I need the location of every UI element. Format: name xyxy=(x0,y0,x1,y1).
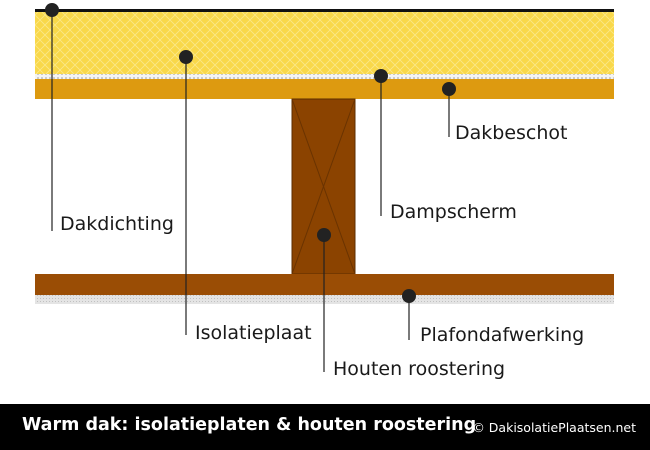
callout-houten-roostering: Houten roostering xyxy=(317,228,505,380)
callout-dot xyxy=(442,82,456,96)
label-dakbeschot: Dakbeschot xyxy=(455,122,568,144)
label-isolatieplaat: Isolatieplaat xyxy=(195,322,312,344)
callout-dakbeschot: Dakbeschot xyxy=(442,82,568,144)
vapour-barrier-layer xyxy=(35,74,614,79)
callout-dot xyxy=(402,289,416,303)
callout-dot xyxy=(374,69,388,83)
label-dakdichting: Dakdichting xyxy=(60,213,174,235)
roof-membrane-layer xyxy=(35,9,614,12)
callout-plafondafwerking: Plafondafwerking xyxy=(402,289,584,346)
roof-cross-section-diagram: Dakdichting Isolatieplaat Dampscherm Dak… xyxy=(35,3,614,380)
callout-dot xyxy=(45,3,59,17)
insulation-layer xyxy=(35,10,614,74)
caption-title: Warm dak: isolatieplaten & houten rooste… xyxy=(22,415,477,435)
label-houten-roostering: Houten roostering xyxy=(333,358,505,380)
label-dampscherm: Dampscherm xyxy=(390,201,517,223)
callout-dot xyxy=(179,50,193,64)
callout-dot xyxy=(317,228,331,242)
callout-dakdichting: Dakdichting xyxy=(45,3,174,235)
callout-isolatieplaat: Isolatieplaat xyxy=(179,50,312,344)
label-plafondafwerking: Plafondafwerking xyxy=(420,324,584,346)
caption-bar: Warm dak: isolatieplaten & houten rooste… xyxy=(0,404,650,450)
callout-dampscherm: Dampscherm xyxy=(374,69,517,223)
copyright-credit: © DakisolatiePlaatsen.net xyxy=(472,420,636,435)
roof-deck-layer xyxy=(35,79,614,99)
